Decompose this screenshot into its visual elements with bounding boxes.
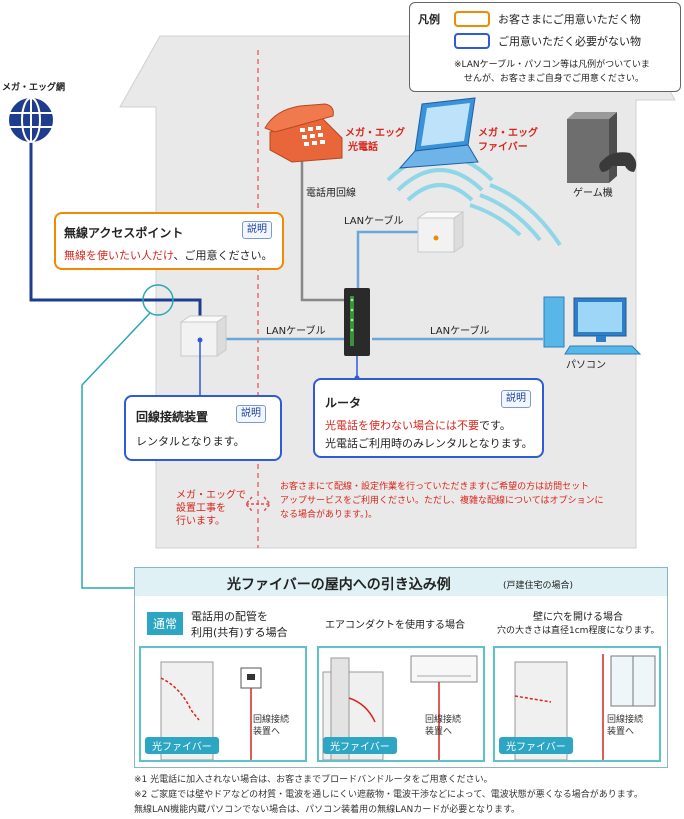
- pc-label: パソコン: [566, 360, 606, 371]
- panel2-fiber-tag: 光ファイバー: [323, 737, 397, 754]
- legend-blue-label: ご用意いただく必要がない物: [498, 35, 641, 48]
- fiber-section-banner: 光ファイバーの屋内への引き込み例 (戸建住宅の場合): [135, 568, 667, 596]
- lan-onu-label: LANケーブル: [266, 326, 326, 337]
- panel1-device-2: 装置へ: [253, 727, 281, 737]
- legend-note-2: せんが、お客さまご自身でご用意ください。: [464, 74, 644, 84]
- access-point-title: 無線アクセスポイント: [64, 226, 184, 240]
- legend-title: 凡例: [418, 13, 440, 26]
- callout-line: [81, 312, 151, 589]
- pc-icon: [543, 296, 642, 355]
- onu-card: 回線接続装置 説明 レンタルとなります。: [124, 395, 282, 461]
- legend-blue-swatch: [454, 33, 490, 49]
- access-point-desc-red: 無線を使いたい人だけ: [64, 249, 174, 262]
- phone-line-label: 電話用回線: [306, 188, 356, 199]
- router-info-button[interactable]: 説明: [501, 390, 531, 408]
- col1-title-1: 電話用の配管を: [191, 610, 268, 623]
- game-console-icon: [567, 112, 637, 183]
- onu-title: 回線接続装置: [136, 410, 209, 424]
- access-point-info-button[interactable]: 説明: [242, 221, 272, 239]
- onu-desc: レンタルとなります。: [136, 435, 245, 448]
- laptop-label-1: メガ・エッグ: [478, 128, 538, 139]
- legend-box: 凡例 お客さまにご用意いただく物 ご用意いただく必要がない物 ※LANケーブル・…: [409, 2, 681, 92]
- router-desc-red: 光電話を使わない場合には不要: [325, 419, 479, 432]
- fiber-section-subtitle: (戸建住宅の場合): [503, 581, 574, 591]
- panel-aircon-duct: 回線接続 装置へ 光ファイバー: [317, 646, 485, 762]
- col2-title: エアコンダクトを使用する場合: [325, 620, 465, 631]
- access-point-desc-rest: 、ご用意ください。: [173, 249, 273, 262]
- fiber-section-title: 光ファイバーの屋内への引き込み例: [227, 577, 451, 593]
- panel-phone-pipe: 回線接続 装置へ 光ファイバー: [139, 646, 307, 762]
- normal-badge: 通常: [147, 612, 184, 635]
- onu-info-button[interactable]: 説明: [236, 405, 266, 423]
- access-point-card: 無線アクセスポイント 説明 無線を使いたい人だけ、ご用意ください。: [54, 212, 284, 270]
- router-title: ルータ: [325, 396, 362, 410]
- phone-line: [300, 160, 345, 302]
- legend-note-1: ※LANケーブル・パソコン等は凡例がついていま: [454, 60, 650, 70]
- legend-orange-swatch: [454, 11, 490, 27]
- laptop-icon: [398, 97, 479, 169]
- panel3-fiber-tag: 光ファイバー: [499, 737, 573, 754]
- lan-pc-label: LANケーブル: [430, 326, 490, 337]
- router-desc-2: 光電話ご利用時のみレンタルとなります。: [325, 437, 533, 450]
- bidirectional-arrow-icon: [245, 496, 271, 512]
- game-label: ゲーム機: [573, 188, 613, 199]
- legend-orange-label: お客さまにご用意いただく物: [498, 13, 641, 26]
- col3-title-1: 壁に穴を開ける場合: [533, 612, 623, 623]
- router-desc-rest: です。: [479, 419, 511, 432]
- telephone-icon: [264, 103, 343, 163]
- install-right-3: なる場合があります。)。: [280, 510, 378, 520]
- install-right-2: アップサービスをご利用ください。ただし、複雑な配線についてはオプションに: [280, 496, 604, 506]
- fiber-entry-circle: [142, 284, 174, 316]
- laptop-label-2: ファイバー: [478, 142, 528, 153]
- col3-title-2: 穴の大きさは直径1cm程度になります。: [497, 626, 660, 636]
- footnote-3: 無線LAN機能内蔵パソコンでない場合は、パソコン装着用の無線LANカードが必要と…: [134, 805, 521, 815]
- panel3-device-1: 回線接続: [607, 715, 644, 725]
- phone-label-2: 光電話: [348, 142, 378, 153]
- install-left-2: 設置工事を: [176, 503, 226, 514]
- router-desc-1: 光電話を使わない場合には不要です。: [325, 417, 511, 433]
- panel1-device-1: 回線接続: [253, 715, 290, 725]
- panel3-device-2: 装置へ: [607, 727, 635, 737]
- col1-title-2: 利用(共有)する場合: [191, 626, 288, 639]
- router-card: ルータ 説明 光電話を使わない場合には不要です。 光電話ご利用時のみレンタルとな…: [313, 378, 544, 458]
- fiber-line: [29, 140, 202, 330]
- install-left-1: メガ・エッグで: [176, 490, 246, 501]
- lan-ap-label: LANケーブル: [344, 216, 404, 227]
- router-device: [344, 288, 370, 356]
- network-label: メガ・エッグ網: [2, 83, 66, 93]
- globe-icon: [9, 97, 53, 143]
- footnote-1: ※1 光電話に加入されない場合は、お客さまでブロードバンドルータをご用意ください…: [134, 775, 493, 785]
- phone-label-1: メガ・エッグ: [345, 128, 405, 139]
- install-left-3: 行います。: [176, 516, 225, 527]
- panel1-fiber-tag: 光ファイバー: [145, 737, 219, 754]
- fiber-section: 光ファイバーの屋内への引き込み例 (戸建住宅の場合) 通常 電話用の配管を 利用…: [134, 567, 668, 768]
- panel2-device-1: 回線接続: [425, 715, 462, 725]
- install-right-1: お客さまにて配線・設定作業を行っていただきます(ご希望の方は訪問セット: [280, 482, 590, 492]
- access-point-desc: 無線を使いたい人だけ、ご用意ください。: [64, 247, 272, 263]
- lan-router-ap: [356, 230, 418, 290]
- panel2-device-2: 装置へ: [425, 727, 453, 737]
- access-point-box: [417, 217, 455, 253]
- panel-wall-hole: 回線接続 装置へ 光ファイバー: [493, 646, 661, 762]
- footnote-2: ※2 ご家庭では壁やドアなどの材質・電波を通しにくい遮蔽物・電波干渉などによって…: [134, 790, 643, 800]
